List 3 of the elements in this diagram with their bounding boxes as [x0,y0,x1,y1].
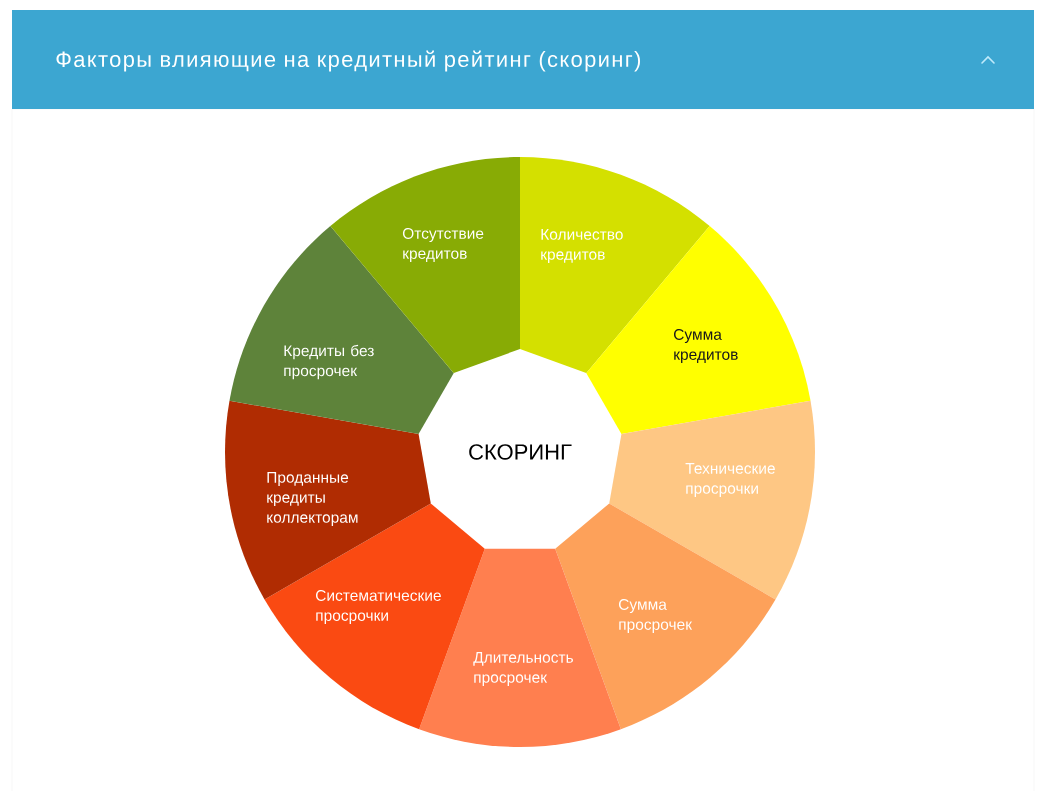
header-bar: Факторы влияющие на кредитный рейтинг (скоринг) [12,10,1034,109]
center-nonagon: СКОРИНГ [418,349,622,549]
wheel-segment: Технические просрочки [606,400,815,600]
